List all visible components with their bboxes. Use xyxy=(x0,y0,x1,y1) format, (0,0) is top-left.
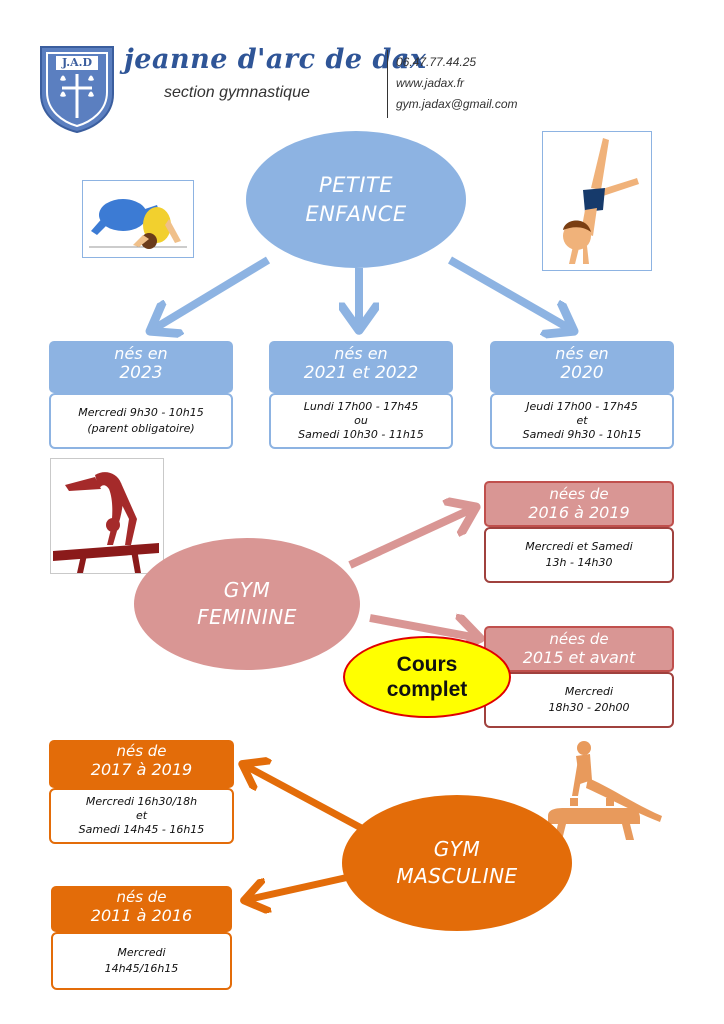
petite-enfance-title-1: PETITE xyxy=(318,173,394,198)
arrow-to-2023 xyxy=(152,256,271,330)
arrow-to-2015-avant xyxy=(369,618,478,638)
beam-gymnast-image xyxy=(50,458,164,574)
group-header-year: 2015 et avant xyxy=(522,648,636,667)
logo-text: J.A.D xyxy=(61,56,93,69)
group-schedule-2016-2019: Mercredi et Samedi 13h - 14h30 xyxy=(484,527,674,583)
group-header-label: nés de xyxy=(116,888,167,906)
schedule-line: et xyxy=(135,808,148,822)
group-header-2020: nés en 2020 xyxy=(490,341,674,393)
club-name: jeanne d'arc de dax xyxy=(124,44,427,75)
gym-masculine-title-1: GYM xyxy=(433,837,481,861)
gym-feminine-bubble: GYM FEMININE xyxy=(134,538,360,670)
website-link[interactable]: www.jadax.fr xyxy=(396,76,465,90)
group-header-year: 2021 et 2022 xyxy=(303,363,419,384)
schedule-line: Mercredi xyxy=(117,946,166,960)
child-rolling-icon xyxy=(89,199,187,249)
schedule-line: Mercredi et Samedi xyxy=(525,540,633,554)
schedule-line: 18h30 - 20h00 xyxy=(548,701,630,714)
arrow-to-2011-2016 xyxy=(246,871,359,900)
group-schedule-2023: Mercredi 9h30 - 10h15 (parent obligatoir… xyxy=(49,393,233,449)
pommel-horse-image xyxy=(544,740,664,840)
group-header-2016-2019: nées de 2016 à 2019 xyxy=(484,481,674,527)
badge-line: Cours xyxy=(396,652,458,676)
group-header-year: 2020 xyxy=(560,363,604,384)
group-header-2015-avant: nées de 2015 et avant xyxy=(484,626,674,672)
section-subtitle: section gymnastique xyxy=(164,84,310,101)
child-handstand-icon xyxy=(563,138,639,264)
schedule-line: Samedi 10h30 - 11h15 xyxy=(298,428,424,442)
group-header-label: nés de xyxy=(116,742,167,760)
group-header-label: nés en xyxy=(114,344,168,363)
group-schedule-2011-2016: Mercredi 14h45/16h15 xyxy=(51,932,232,990)
group-header-2023: nés en 2023 xyxy=(49,341,233,393)
arrow-to-2020 xyxy=(448,256,572,330)
schedule-line: Mercredi xyxy=(564,685,614,699)
group-header-2021-2022: nés en 2021 et 2022 xyxy=(269,341,453,393)
schedule-line: Lundi 17h00 - 17h45 xyxy=(303,399,419,413)
handstand-child-image xyxy=(542,131,652,271)
group-schedule-2015-avant: Mercredi 18h30 - 20h00 xyxy=(484,672,674,728)
petite-enfance-title-2: ENFANCE xyxy=(305,201,407,226)
group-header-year: 2023 xyxy=(119,363,163,384)
schedule-line: 13h - 14h30 xyxy=(545,556,613,569)
gym-masculine-title-2: MASCULINE xyxy=(396,864,518,888)
arrow-to-2016-2019 xyxy=(348,508,474,569)
gym-feminine-title-2: FEMININE xyxy=(197,605,297,629)
group-header-year: 2017 à 2019 xyxy=(90,760,193,779)
schedule-line: (parent obligatoire) xyxy=(87,422,195,435)
group-header-2011-2016: nés de 2011 à 2016 xyxy=(51,886,232,932)
gym-masculine-bubble: GYM MASCULINE xyxy=(342,795,572,931)
gym-feminine-title-1: GYM xyxy=(223,578,271,602)
group-header-label: nés en xyxy=(334,344,388,363)
badge-line: complet xyxy=(386,678,468,701)
group-schedule-2021-2022: Lundi 17h00 - 17h45 ou Samedi 10h30 - 11… xyxy=(269,393,453,449)
pommel-horse-gymnast-icon xyxy=(548,741,662,840)
schedule-line: Samedi 9h30 - 10h15 xyxy=(522,428,642,442)
schedule-line: et xyxy=(576,413,588,427)
beam-gymnast-icon xyxy=(53,472,159,573)
group-header-year: 2011 à 2016 xyxy=(90,906,193,925)
schedule-line: Mercredi 9h30 - 10h15 xyxy=(78,406,204,420)
group-header-label: nées de xyxy=(549,630,609,648)
group-schedule-2017-2019: Mercredi 16h30/18h et Samedi 14h45 - 16h… xyxy=(49,788,234,844)
schedule-line: 14h45/16h15 xyxy=(104,962,179,975)
schedule-line: Samedi 14h45 - 16h15 xyxy=(78,823,205,837)
group-header-label: nées de xyxy=(549,485,609,503)
header-divider xyxy=(387,50,388,118)
schedule-line: ou xyxy=(354,413,368,427)
group-header-label: nés en xyxy=(555,344,609,363)
email-link[interactable]: gym.jadax@gmail.com xyxy=(396,97,518,111)
schedule-line: Mercredi 16h30/18h xyxy=(85,794,198,808)
group-header-year: 2016 à 2019 xyxy=(528,503,630,522)
club-shield-logo: J.A.D xyxy=(38,44,116,134)
petite-enfance-bubble: PETITE ENFANCE xyxy=(246,131,466,268)
schedule-line: Jeudi 17h00 - 17h45 xyxy=(526,399,638,413)
phone-number: 06.47.77.44.25 xyxy=(396,55,477,69)
arrow-to-2017-2019 xyxy=(244,765,367,834)
cours-complet-badge: Cours complet xyxy=(343,636,511,718)
rolling-child-image xyxy=(82,180,194,258)
group-schedule-2020: Jeudi 17h00 - 17h45 et Samedi 9h30 - 10h… xyxy=(490,393,674,449)
group-header-2017-2019: nés de 2017 à 2019 xyxy=(49,740,234,788)
